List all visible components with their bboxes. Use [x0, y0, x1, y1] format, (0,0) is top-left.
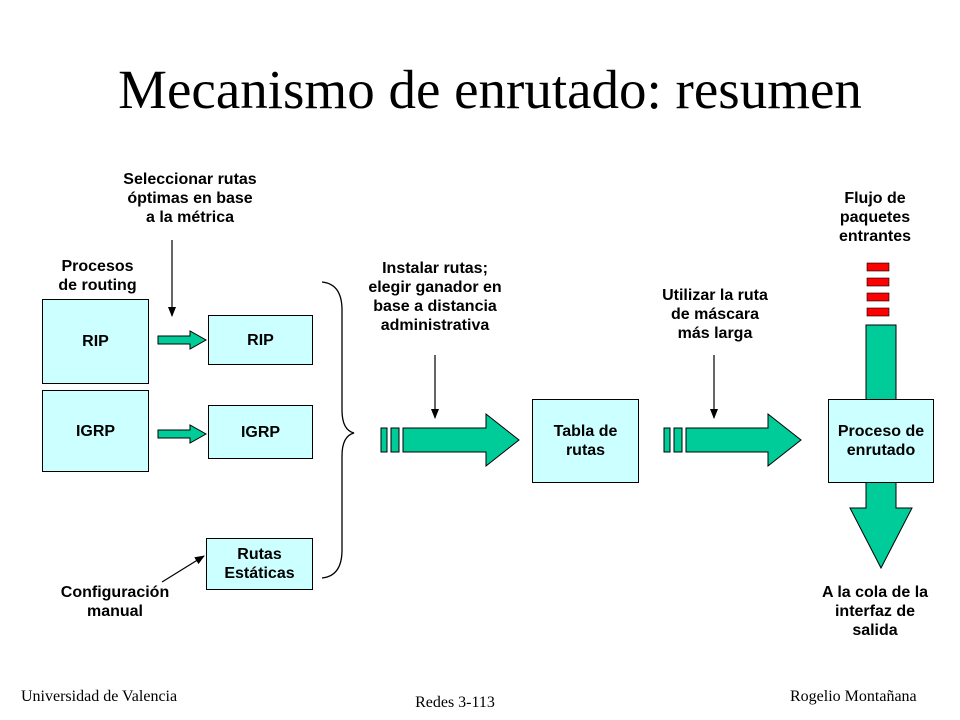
- igrp-arrow-icon: [157, 424, 208, 444]
- output-queue-label: A la cola de la interfaz de salida: [821, 584, 929, 639]
- routing-table-box: Tabla de rutas: [532, 399, 639, 483]
- routing-processes-label: Procesos de routing: [58, 258, 137, 294]
- manual-pointer-arrow: [161, 555, 205, 583]
- grouping-brace: [321, 281, 355, 579]
- rip-table-box: RIP: [208, 315, 313, 365]
- lookup-arrow: [663, 412, 802, 468]
- igrp-process-box: IGRP: [42, 390, 149, 472]
- static-routes-box: Rutas Estáticas: [206, 538, 313, 590]
- rip-process-box: RIP: [42, 299, 149, 384]
- routing-process-box: Proceso de enrutado: [828, 399, 934, 483]
- rip-arrow-icon: [157, 330, 208, 350]
- incoming-packets-icon: [866, 262, 890, 317]
- page-title: Mecanismo de enrutado: resumen: [118, 59, 862, 120]
- install-routes-arrow: [380, 412, 520, 468]
- manual-config-label: Configuración manual: [60, 584, 170, 620]
- select-routes-label: Seleccionar rutas óptimas en base a la m…: [123, 171, 257, 226]
- igrp-table-box: IGRP: [208, 405, 313, 459]
- footer-center: Redes 3-113: [415, 694, 495, 711]
- footer-left: Universidad de Valencia: [21, 688, 178, 705]
- incoming-flow-label: Flujo de paquetes entrantes: [838, 190, 912, 245]
- install-routes-label: Instalar rutas; elegir ganador en base a…: [368, 260, 502, 334]
- longest-mask-label: Utilizar la ruta de máscara más larga: [662, 287, 768, 342]
- footer-right: Rogelio Montañana: [790, 688, 917, 705]
